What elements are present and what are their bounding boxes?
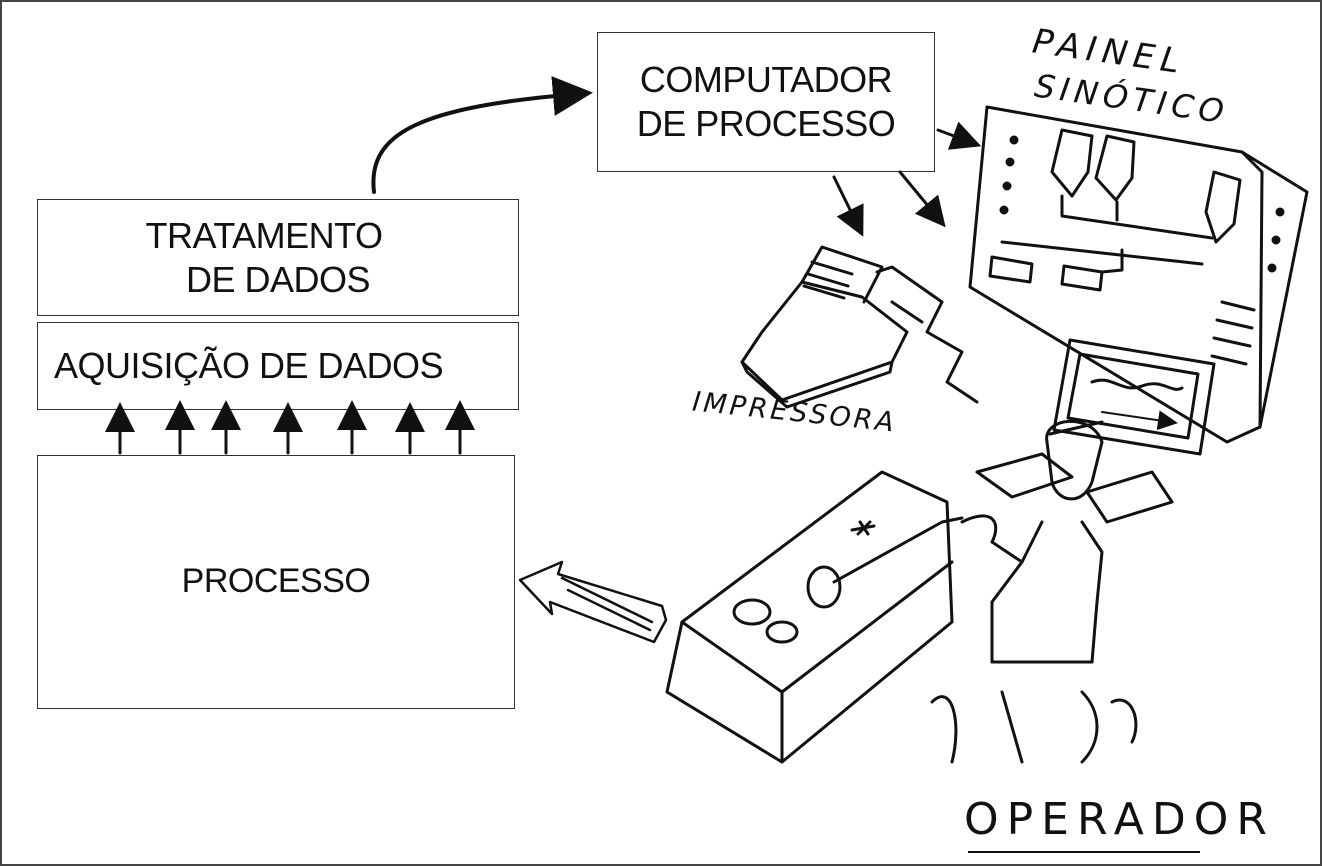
monitor-drawing	[1052, 338, 1216, 456]
aquisicao-de-dados-box: AQUISIÇÃO DE DADOS	[37, 322, 519, 410]
computador-line-1: COMPUTADOR	[639, 59, 893, 101]
to-impressora-arrow-2	[898, 170, 946, 228]
processo-box: PROCESSO	[37, 455, 515, 709]
processo-label: PROCESSO	[181, 562, 371, 601]
tratamento-line-1: TRATAMENTO	[145, 214, 384, 256]
aquisicao-label: AQUISIÇÃO DE DADOS	[54, 345, 444, 387]
synoptic-panel-drawing	[968, 105, 1309, 444]
sensor-arrows	[105, 400, 475, 455]
desk-drawing	[975, 452, 1174, 524]
operador-label: OPERADOR	[964, 794, 1275, 845]
control-arrow	[518, 560, 668, 644]
control-console-drawing	[665, 470, 964, 764]
to-painel-arrow	[936, 121, 982, 150]
tratamento-de-dados-box: TRATAMENTO DE DADOS	[37, 199, 519, 316]
to-impressora-arrow-1	[832, 175, 864, 237]
tratamento-line-2: DE DADOS	[185, 258, 371, 300]
operador-underline	[968, 851, 1200, 853]
data-flow-arrow	[371, 76, 593, 194]
computador-de-processo-box: COMPUTADOR DE PROCESSO	[597, 32, 935, 172]
printer-drawing	[740, 245, 979, 409]
computador-line-2: DE PROCESSO	[636, 103, 896, 144]
operator-drawing	[930, 419, 1138, 764]
